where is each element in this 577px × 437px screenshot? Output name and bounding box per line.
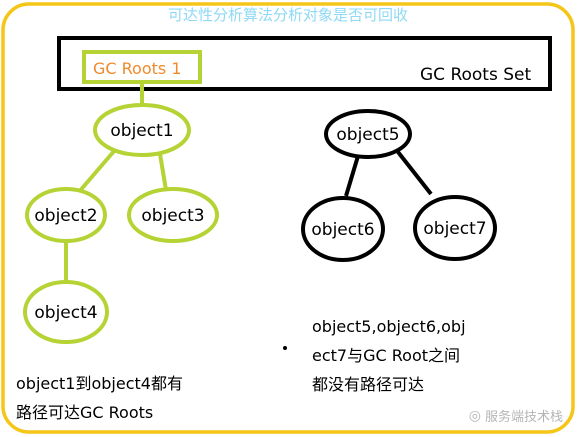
- watermark-text: 服务端技术栈: [484, 410, 563, 425]
- node-object5-shape: [324, 109, 412, 159]
- node-object4-label: object4: [34, 303, 97, 323]
- node-object7-shape: [413, 195, 497, 261]
- diagram-title: 可达性分析算法分析对象是否可回收: [168, 6, 408, 24]
- node-object5: object5: [324, 109, 412, 159]
- unreachable-caption-line-3: 都没有路径可达: [312, 375, 425, 394]
- reachable-caption: object1到object4都有 路径可达GC Roots: [16, 369, 183, 427]
- node-object4: object4: [23, 280, 109, 344]
- node-object2-shape: [25, 187, 107, 243]
- edge-object5-object6: [344, 155, 360, 197]
- node-object7: object7: [413, 195, 497, 261]
- node-object6-label: object6: [311, 220, 374, 240]
- reachable-caption-line-1: object1到object4都有: [16, 374, 183, 393]
- node-object2-label: object2: [34, 206, 97, 226]
- edge-object1-object2: [76, 148, 117, 195]
- node-object3-shape: [127, 187, 219, 243]
- node-object5-label: object5: [336, 125, 399, 145]
- stray-dot: [283, 346, 287, 350]
- node-object4-shape: [23, 280, 109, 344]
- node-object3-label: object3: [141, 206, 204, 226]
- node-object6: object6: [301, 196, 385, 262]
- gc-roots-set-label: GC Roots Set: [420, 65, 531, 85]
- node-object3: object3: [127, 187, 219, 243]
- watermark: ◎ 服务端技术栈: [468, 406, 563, 426]
- node-object7-label: object7: [423, 219, 486, 239]
- wechat-icon: ◎: [468, 407, 481, 424]
- node-object1: object1: [93, 103, 191, 157]
- node-object1-shape: [93, 103, 191, 157]
- node-object1-label: object1: [110, 121, 173, 141]
- node-object6-shape: [301, 196, 385, 262]
- reachable-caption-line-2: 路径可达GC Roots: [16, 403, 154, 422]
- gc-root-1-label: GC Roots 1: [93, 59, 182, 78]
- unreachable-caption-line-2: ect7与GC Root之间: [312, 346, 461, 365]
- gc-roots-set-box: [57, 36, 552, 91]
- unreachable-caption: object5,object6,obj ect7与GC Root之间 都没有路径…: [312, 312, 466, 399]
- edge-object5-object7: [396, 150, 433, 196]
- node-object2: object2: [25, 187, 107, 243]
- unreachable-caption-line-1: object5,object6,obj: [312, 317, 466, 336]
- edge-object1-object3: [158, 153, 168, 191]
